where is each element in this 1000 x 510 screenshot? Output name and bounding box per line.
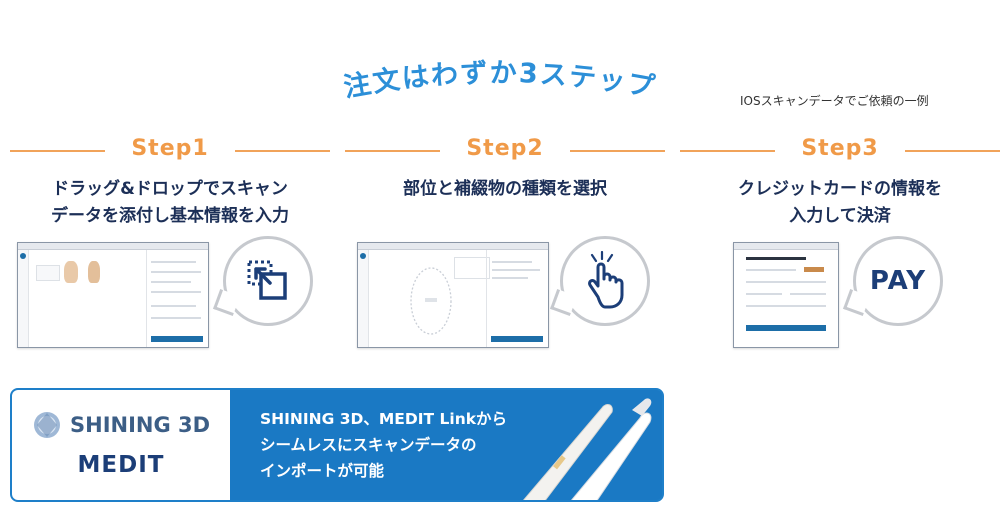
- step2-line-right: [570, 150, 665, 152]
- next-button[interactable]: [491, 336, 543, 342]
- form-row: [151, 317, 201, 319]
- option-panel: [454, 257, 490, 279]
- card-form-title: [746, 257, 806, 260]
- step2-header: Step2: [345, 136, 665, 164]
- tap-hand-icon: [563, 239, 647, 323]
- step2-screenshot: [357, 242, 549, 348]
- page-headline: 注文はわずか3ステップ: [300, 52, 700, 112]
- app-logo-dot: [360, 253, 366, 259]
- form-divider: [146, 250, 147, 347]
- shining3d-logo: [34, 412, 60, 438]
- brand-box: SHINING 3D MEDIT: [12, 390, 230, 500]
- drag-drop-icon: [226, 239, 310, 323]
- form-row: [151, 271, 201, 273]
- form-row: [746, 281, 826, 283]
- shining3d-brand: SHINING 3D: [32, 410, 210, 440]
- step2-desc-line: 部位と補綴物の種類を選択: [403, 179, 607, 199]
- card-brand-logos: [804, 267, 824, 272]
- step3-desc-line: クレジットカードの情報を: [738, 179, 942, 199]
- banner-message: SHINING 3D、MEDIT Linkから シームレスにスキャンデータの イ…: [260, 406, 507, 484]
- form-row: [746, 293, 782, 295]
- step1-desc-line: データを添付し基本情報を入力: [51, 206, 289, 226]
- step3-description: クレジットカードの情報を 入力して決済: [680, 176, 1000, 230]
- intraoral-scanners: [523, 398, 652, 500]
- step2-label: Step2: [466, 136, 544, 161]
- app-sidebar: [358, 250, 369, 347]
- step3-desc-line: 入力して決済: [789, 206, 891, 226]
- step1-line-left: [10, 150, 105, 152]
- form-row: [151, 291, 201, 293]
- headline-arc: 注文はわずか3ステップ: [341, 58, 658, 104]
- upload-thumb: [36, 265, 60, 281]
- step3-bubble: PAY: [843, 236, 943, 326]
- step2-bubble: [550, 236, 650, 326]
- app-logo-dot: [20, 253, 26, 259]
- step2-line-left: [345, 150, 440, 152]
- pay-label: PAY: [869, 266, 927, 296]
- submit-button[interactable]: [151, 336, 203, 342]
- step3-line-right: [905, 150, 1000, 152]
- svg-text:注文はわずか3ステップ: 注文はわずか3ステップ: [341, 58, 658, 104]
- window-bar: [18, 243, 208, 250]
- form-row: [492, 269, 540, 271]
- form-divider: [486, 250, 487, 347]
- form-row: [746, 305, 826, 307]
- medit-text: MEDIT: [77, 452, 165, 478]
- banner-line: SHINING 3D、MEDIT Linkから: [260, 410, 508, 428]
- step1-desc-line: ドラッグ&ドロップでスキャン: [52, 179, 288, 199]
- example-note: IOSスキャンデータでご依頼の一例: [740, 94, 929, 108]
- pay-label-wrap: PAY: [856, 239, 940, 323]
- step3-label: Step3: [801, 136, 879, 161]
- form-row: [151, 281, 191, 283]
- step2-description: 部位と補綴物の種類を選択: [345, 176, 665, 203]
- form-row: [492, 277, 528, 279]
- form-row: [790, 293, 826, 295]
- step1-bubble: [213, 236, 313, 326]
- form-row: [151, 261, 196, 263]
- step1-screenshot: [17, 242, 209, 348]
- form-row: [151, 305, 196, 307]
- dental-arch-chart: [410, 267, 452, 335]
- window-bar: [734, 243, 838, 250]
- step1-label: Step1: [131, 136, 209, 161]
- banner-line: インポートが可能: [260, 462, 385, 480]
- form-row: [746, 269, 796, 271]
- shining3d-text: SHINING 3D: [70, 413, 211, 437]
- step3-screenshot: [733, 242, 839, 348]
- step1-description: ドラッグ&ドロップでスキャン データを添付し基本情報を入力: [10, 176, 330, 230]
- form-row: [492, 261, 532, 263]
- app-sidebar: [18, 250, 29, 347]
- step1-line-right: [235, 150, 330, 152]
- window-bar: [358, 243, 548, 250]
- tooth-model-thumb: [64, 261, 78, 283]
- pay-button[interactable]: [746, 325, 826, 331]
- step3-line-left: [680, 150, 775, 152]
- step3-header: Step3: [680, 136, 1000, 164]
- banner-line: シームレスにスキャンデータの: [260, 436, 477, 454]
- tooth-model-thumb: [88, 261, 100, 283]
- step1-header: Step1: [10, 136, 330, 164]
- integration-banner: SHINING 3D MEDIT SHINING 3D、MEDIT Linkから…: [10, 388, 664, 502]
- headline-text: 注文はわずか3ステップ: [341, 58, 656, 104]
